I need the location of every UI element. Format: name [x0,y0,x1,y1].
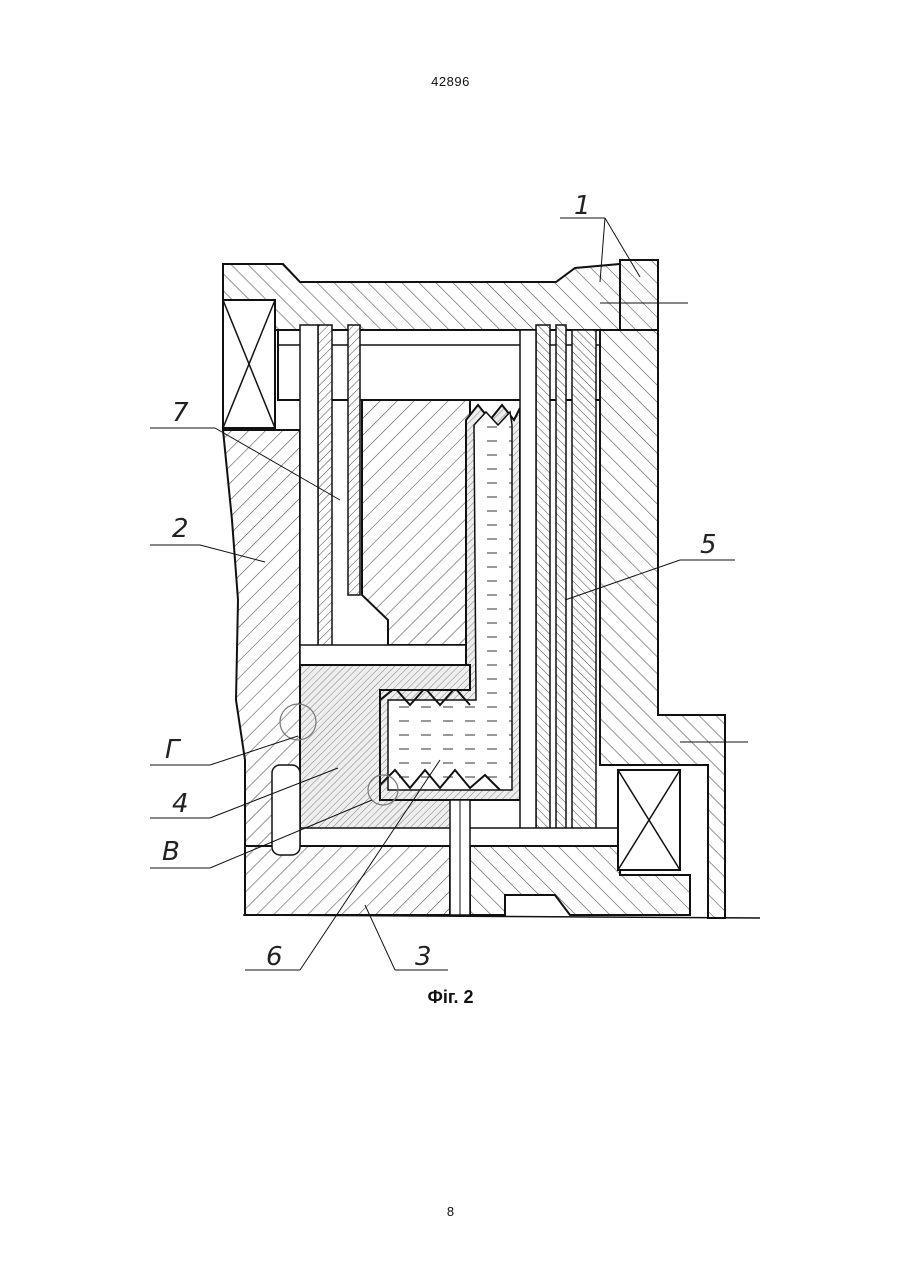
figure-caption: Фіг. 2 [0,987,901,1008]
page-number: 8 [0,1204,901,1219]
right-sleeve-3 [572,330,596,830]
label-3: 3 [415,942,432,972]
label-6: 6 [266,942,283,972]
central-plate [300,645,470,665]
label-5: 5 [700,530,717,560]
left-sleeve-outer [318,325,332,665]
core-block [362,400,470,645]
left-sleeve-inner [348,325,360,595]
label-4: 4 [172,789,189,819]
label-1: 1 [574,191,591,221]
label-v: В [162,837,180,867]
housing-top [223,264,620,330]
label-2: 2 [172,514,189,544]
label-7: 7 [172,398,189,428]
right-sleeve-1 [536,325,550,830]
right-sleeve-2 [556,325,566,830]
label-g: Г [165,735,182,765]
base-left [245,846,450,915]
housing-right-flange [620,260,658,340]
